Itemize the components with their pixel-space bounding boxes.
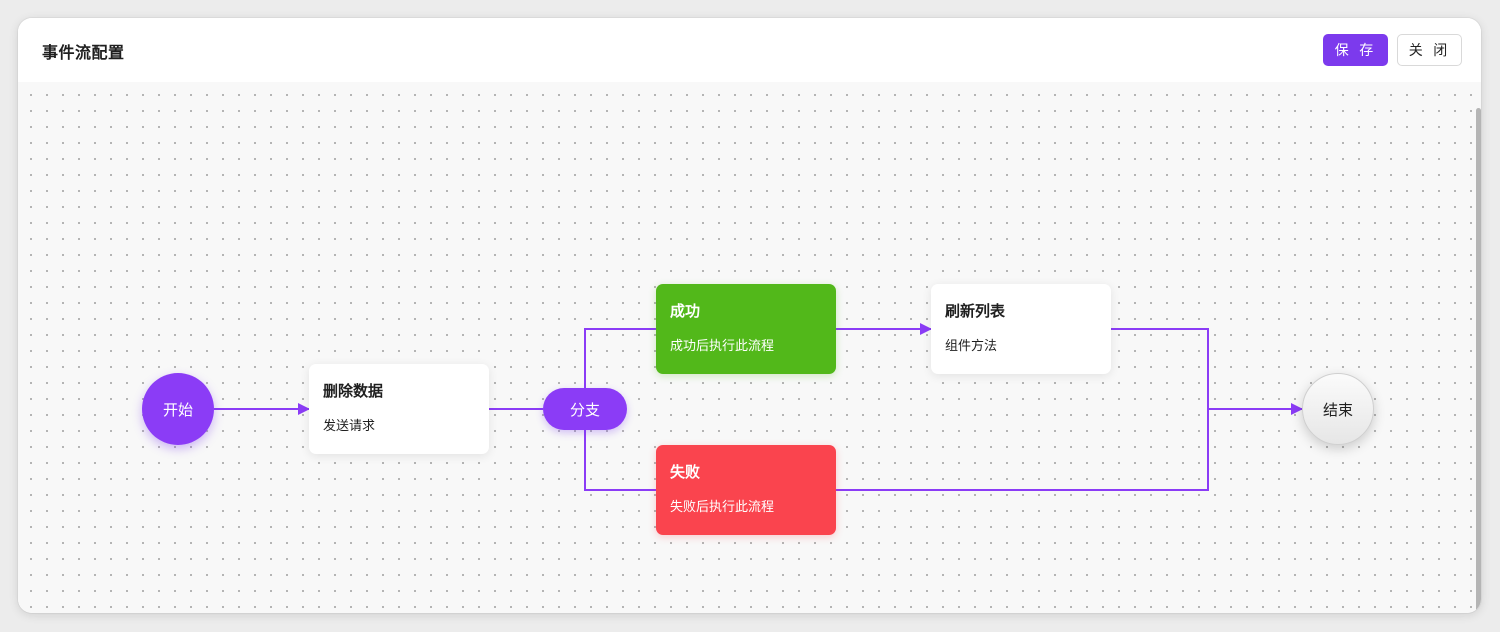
flow-canvas[interactable]: 开始 删除数据 发送请求 分支 成功 成功后执行此流程 失败 失败后执行此流程 … [18,82,1481,613]
dialog-header: 事件流配置 保 存 关 闭 [18,18,1481,82]
refresh-list-node-title: 刷新列表 [945,302,1006,320]
refresh-list-node-subtitle: 组件方法 [945,339,998,354]
fail-node[interactable]: 失败 失败后执行此流程 [656,445,836,535]
refresh-list-node[interactable]: 刷新列表 组件方法 [931,284,1111,374]
edge-refresh-to-end [1111,328,1209,409]
close-button[interactable]: 关 闭 [1397,34,1462,66]
delete-data-node-subtitle: 发送请求 [323,419,376,434]
dialog-title: 事件流配置 [42,43,125,62]
edge-fail-to-end [836,409,1209,491]
delete-data-node[interactable]: 删除数据 发送请求 [309,364,489,454]
edge-branch-to-success [584,328,656,388]
event-flow-dialog: 事件流配置 保 存 关 闭 开始 删除数据 发送请求 [18,18,1481,613]
branch-node[interactable]: 分支 [543,388,627,430]
branch-node-label: 分支 [569,400,600,419]
start-node[interactable]: 开始 [142,373,214,445]
fail-node-subtitle: 失败后执行此流程 [670,500,775,515]
end-node-label: 结束 [1322,400,1353,419]
save-button[interactable]: 保 存 [1323,34,1388,66]
delete-data-node-title: 删除数据 [323,382,384,400]
success-node[interactable]: 成功 成功后执行此流程 [656,284,836,374]
start-node-label: 开始 [162,400,193,419]
end-node[interactable]: 结束 [1302,373,1374,445]
canvas-scrollbar[interactable] [1476,108,1481,613]
fail-node-title: 失败 [670,463,701,481]
flow-edges [214,323,1303,491]
edge-branch-to-fail [584,430,656,491]
success-node-title: 成功 [670,302,701,320]
success-node-subtitle: 成功后执行此流程 [670,339,775,354]
